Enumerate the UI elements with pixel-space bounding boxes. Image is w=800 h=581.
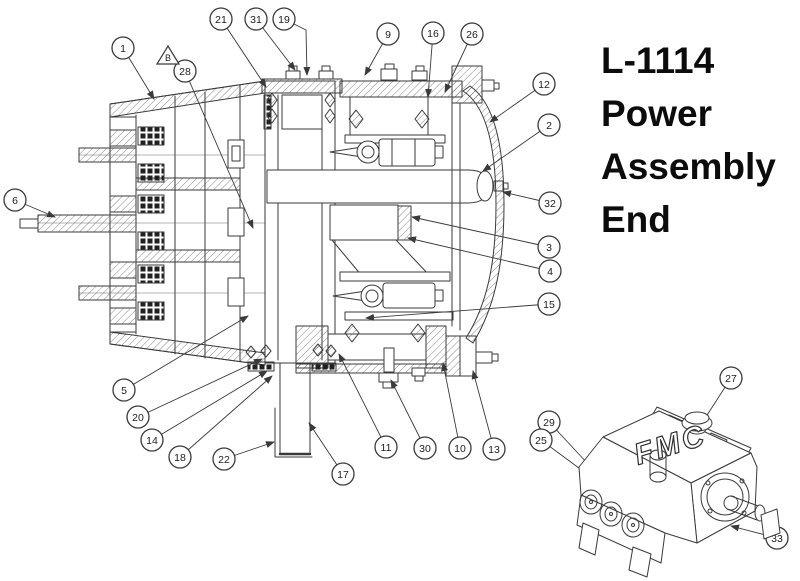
svg-text:4: 4 — [547, 266, 553, 278]
svg-text:10: 10 — [454, 443, 466, 455]
pump-feet — [578, 508, 781, 578]
callout-3: 3 — [537, 235, 561, 259]
svg-text:9: 9 — [385, 29, 391, 41]
svg-text:16: 16 — [427, 28, 439, 40]
svg-text:5: 5 — [121, 385, 127, 397]
fluid-end-bores — [579, 489, 645, 538]
callout-28: 28 — [173, 59, 197, 83]
callout-2: 2 — [537, 113, 561, 137]
svg-text:17: 17 — [337, 469, 349, 481]
title-line-4: End — [601, 199, 671, 240]
svg-text:15: 15 — [543, 299, 555, 311]
callout-17: 17 — [331, 462, 355, 486]
svg-text:29: 29 — [543, 417, 555, 429]
callout-20: 20 — [126, 405, 150, 429]
drive-shaft-boss — [700, 472, 766, 522]
svg-text:30: 30 — [419, 443, 431, 455]
svg-text:25: 25 — [535, 435, 547, 447]
title-line-3: Assembly — [601, 146, 776, 187]
callout-9: 9 — [376, 22, 400, 46]
callout-6: 6 — [3, 188, 27, 212]
callout-27: 27 — [719, 366, 743, 390]
svg-text:33: 33 — [771, 533, 783, 545]
svg-text:26: 26 — [466, 29, 478, 41]
revision-triangle-marker: B — [155, 44, 181, 65]
svg-text:22: 22 — [218, 454, 230, 466]
drawing-title: L-1114 Power Assembly End — [601, 34, 776, 246]
callout-16: 16 — [421, 21, 445, 45]
top-right-bearing-housing — [339, 63, 500, 144]
callout-21: 21 — [209, 7, 233, 31]
callout-22: 22 — [212, 447, 236, 471]
plunger-rod-top — [78, 126, 266, 183]
pony-rod-extension — [274, 362, 313, 458]
top-left-bearing-cap — [261, 65, 343, 130]
svg-text:20: 20 — [132, 412, 144, 424]
svg-text:6: 6 — [12, 195, 18, 207]
title-line-2: Power — [601, 93, 713, 134]
bottom-bearing-housing — [295, 323, 499, 389]
svg-text:14: 14 — [146, 435, 158, 447]
upper-crosshead-assembly — [329, 138, 444, 167]
svg-text:28: 28 — [179, 66, 191, 78]
svg-text:27: 27 — [725, 373, 737, 385]
callout-1: 1 — [111, 36, 135, 60]
right-cover-plate — [451, 85, 505, 344]
svg-text:12: 12 — [538, 79, 550, 91]
callout-10: 10 — [448, 436, 472, 460]
crankshaft-section — [266, 169, 509, 204]
svg-text:32: 32 — [544, 198, 556, 210]
callout-15: 15 — [537, 292, 561, 316]
plunger-rod-bottom — [78, 264, 266, 321]
callout-19: 19 — [272, 7, 296, 31]
svg-text:19: 19 — [278, 14, 290, 26]
svg-text:18: 18 — [174, 452, 186, 464]
svg-text:13: 13 — [488, 444, 500, 456]
pump-isometric-inset: FMC — [576, 406, 781, 578]
lower-crosshead-assembly — [332, 271, 454, 321]
callout-12: 12 — [532, 72, 556, 96]
callout-18: 18 — [168, 445, 192, 469]
title-line-1: L-1114 — [601, 40, 715, 81]
callout-26: 26 — [460, 22, 484, 46]
svg-text:21: 21 — [215, 14, 227, 26]
svg-text:2: 2 — [546, 120, 552, 132]
power-end-cross-section — [19, 63, 509, 458]
pony-rod-seal-parts — [245, 343, 337, 372]
oil-fill-cap — [681, 411, 713, 435]
svg-text:11: 11 — [381, 442, 392, 454]
callout-13: 13 — [482, 437, 506, 461]
callout-14: 14 — [140, 428, 164, 452]
mid-bearing-block — [329, 204, 431, 277]
callout-11: 11 — [374, 435, 398, 459]
svg-text:1: 1 — [120, 43, 126, 55]
plunger-rod-middle — [19, 194, 266, 251]
callout-32: 32 — [538, 191, 562, 215]
top-cylinder-fitting — [649, 449, 667, 483]
svg-text:31: 31 — [250, 14, 262, 26]
callout-5: 5 — [112, 378, 136, 402]
callout-25: 25 — [529, 428, 553, 452]
callout-balloons: 1 21 31 19 9 16 26 12 2 32 3 4 15 6 28 5… — [3, 7, 789, 550]
svg-text:3: 3 — [546, 242, 552, 254]
svg-text:B: B — [165, 53, 171, 63]
callout-31: 31 — [244, 7, 268, 31]
callout-30: 30 — [413, 436, 437, 460]
callout-4: 4 — [538, 259, 562, 283]
